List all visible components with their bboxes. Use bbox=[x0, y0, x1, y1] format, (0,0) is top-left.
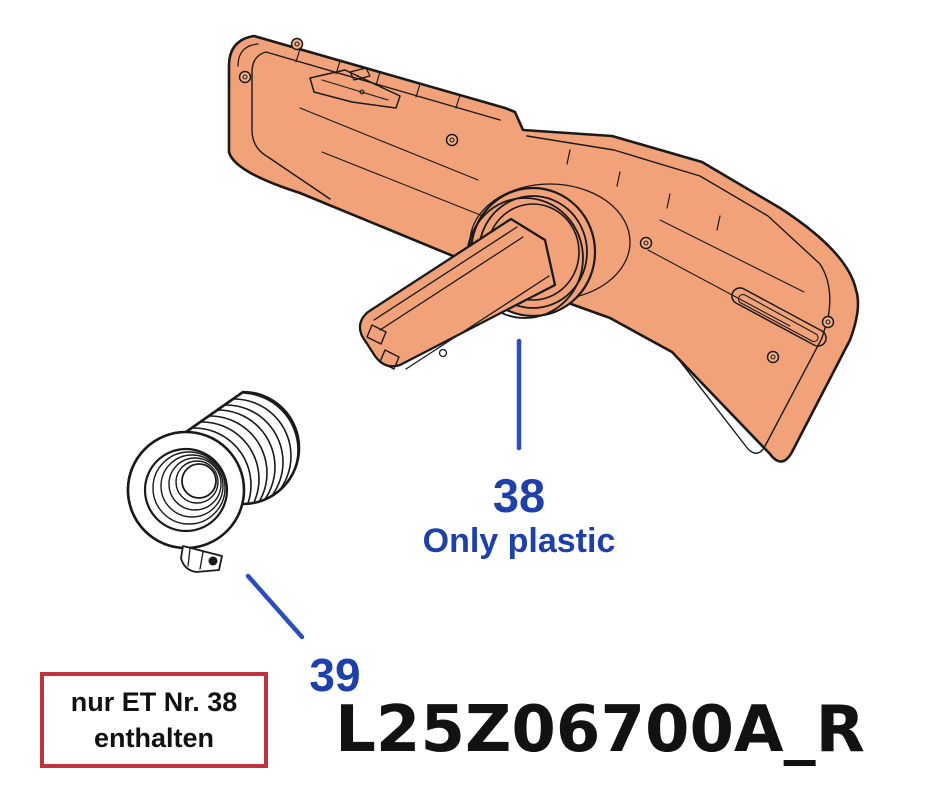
housing-inner-rim-left bbox=[251, 51, 501, 200]
housing-tube bbox=[358, 217, 557, 370]
bushing-front-face bbox=[126, 430, 246, 550]
bushing-clamp bbox=[180, 545, 223, 573]
note-box-line1: nur ET Nr. 38 bbox=[70, 686, 238, 717]
callout-39: 39 bbox=[309, 649, 361, 701]
housing-slot-detail bbox=[731, 287, 827, 347]
callout-38-note: Only plastic bbox=[422, 522, 616, 560]
leader-line-39 bbox=[245, 573, 305, 640]
handle-housing-illustration bbox=[227, 34, 860, 463]
housing-screw-bosses bbox=[238, 37, 835, 364]
callout-38: 38 bbox=[492, 469, 546, 522]
ribbed-bushing-illustration bbox=[126, 390, 301, 573]
note-box-line2: enthalten bbox=[93, 723, 214, 753]
housing-panel-ticks bbox=[295, 48, 721, 231]
housing-cavity-ribs bbox=[299, 107, 805, 327]
part-code: L25Z06700A_R bbox=[335, 693, 865, 767]
housing-corner-arc bbox=[237, 43, 259, 67]
housing-latch-detail bbox=[309, 67, 401, 109]
note-box: nur ET Nr. 38 enthalten bbox=[40, 672, 268, 768]
